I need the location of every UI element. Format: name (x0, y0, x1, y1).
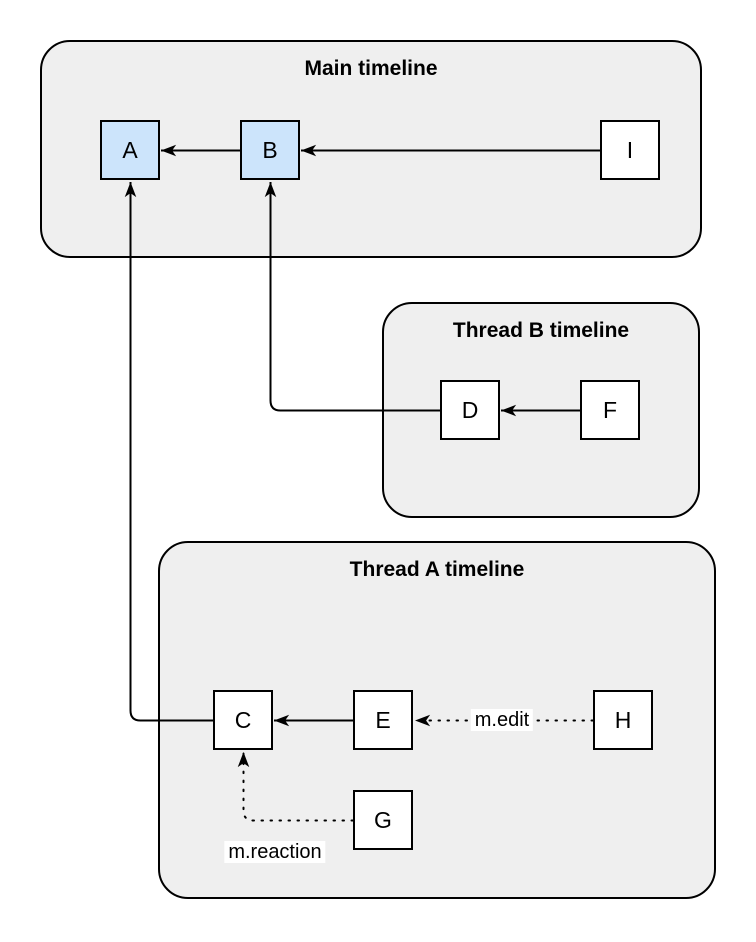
node-d: D (440, 380, 500, 440)
node-f: F (580, 380, 640, 440)
node-c: C (213, 690, 273, 750)
node-b: B (240, 120, 300, 180)
group-thread-b-timeline-title: Thread B timeline (452, 319, 630, 342)
group-main-timeline-title: Main timeline (304, 57, 438, 80)
node-g: G (353, 790, 413, 850)
edge-label-m-reaction: m.reaction (224, 841, 326, 863)
edge-label-m-edit: m.edit (470, 709, 534, 731)
edge-d-to-b (264, 182, 440, 412)
node-h: H (593, 690, 653, 750)
group-thread-a-timeline-title: Thread A timeline (349, 558, 525, 581)
edge-g-to-c (237, 751, 354, 822)
edge-c-to-a (124, 182, 213, 722)
node-i: I (600, 120, 660, 180)
node-a: A (100, 120, 160, 180)
node-e: E (353, 690, 413, 750)
